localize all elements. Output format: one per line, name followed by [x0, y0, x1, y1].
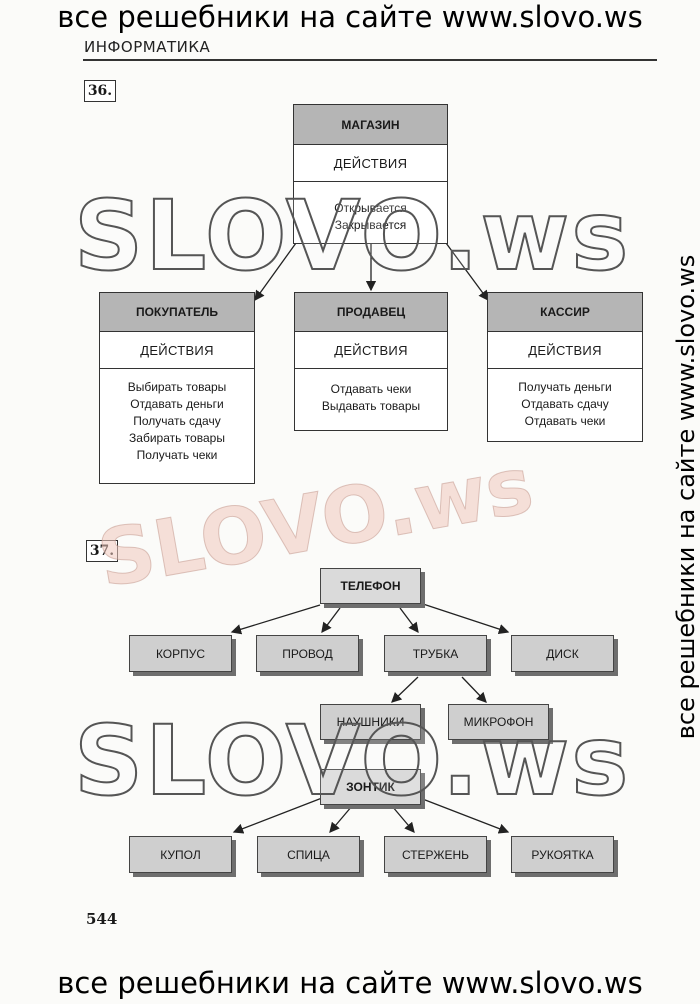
operation: Отдавать чеки	[524, 414, 606, 428]
node-spoke: СПИЦА	[257, 836, 360, 873]
arrow-umbrella-spoke	[329, 805, 353, 833]
operation: Выдавать товары	[321, 399, 421, 413]
operation: Получать сдачу	[133, 414, 221, 428]
actions-label: ДЕЙСТВИЯ	[294, 145, 447, 182]
arrow-handset-earphones	[391, 676, 419, 703]
class-title: МАГАЗИН	[294, 105, 447, 145]
class-cashier: КАССИР ДЕЙСТВИЯ Получать деньги Отдавать…	[487, 292, 643, 442]
node-handle: РУКОЯТКА	[511, 836, 614, 873]
arrow-shop-buyer	[254, 242, 297, 302]
class-title: КАССИР	[488, 293, 642, 332]
node-shaft: СТЕРЖЕНЬ	[384, 836, 487, 873]
node-handset: ТРУБКА	[384, 635, 487, 672]
arrow-phone-handset	[399, 607, 419, 634]
arrow-handset-mic	[461, 676, 487, 703]
class-buyer: ПОКУПАТЕЛЬ ДЕЙСТВИЯ Выбирать товары Отда…	[99, 292, 255, 484]
class-seller: ПРОДАВЕЦ ДЕЙСТВИЯ Отдавать чеки Выдавать…	[294, 292, 448, 431]
arrow-phone-disk	[419, 602, 510, 635]
node-microphone: МИКРОФОН	[448, 704, 549, 740]
arrow-phone-wire	[321, 607, 341, 634]
actions-label: ДЕЙСТВИЯ	[488, 332, 642, 369]
watermark-outline-top: SLOVO.ws	[73, 179, 631, 293]
class-title: ПОКУПАТЕЛЬ	[100, 293, 254, 332]
operations-list: Выбирать товары Отдавать деньги Получать…	[100, 369, 254, 464]
node-wire: ПРОВОД	[256, 635, 359, 672]
node-case: КОРПУС	[129, 635, 232, 672]
arrow-umbrella-shaft	[391, 805, 415, 833]
operation: Отдавать чеки	[330, 382, 412, 396]
arrow-umbrella-handle	[419, 797, 510, 834]
operation: Получать деньги	[518, 380, 612, 394]
operation: Открывается	[334, 201, 407, 215]
arrow-phone-case	[230, 604, 321, 635]
arrow-shop-cashier	[445, 242, 489, 302]
bottom-banner: все решебники на сайте www.slovo.ws	[57, 966, 643, 1000]
class-shop: МАГАЗИН ДЕЙСТВИЯ Открывается Закрывается	[293, 104, 448, 244]
operation: Отдавать сдачу	[521, 397, 609, 411]
task-37-number: 37.	[86, 540, 118, 562]
node-phone: ТЕЛЕФОН	[320, 568, 421, 604]
operation: Выбирать товары	[127, 380, 227, 394]
operation: Отдавать деньги	[130, 397, 224, 411]
operations-list: Получать деньги Отдавать сдачу Отдавать …	[488, 369, 642, 430]
actions-label: ДЕЙСТВИЯ	[100, 332, 254, 369]
page-number: 544	[86, 910, 118, 928]
operation: Закрывается	[334, 218, 407, 232]
watermark-outline-bottom: SLOVO.ws	[73, 704, 631, 818]
running-head: ИНФОРМАТИКА	[84, 38, 211, 56]
operation: Получать чеки	[136, 448, 218, 462]
arrow-umbrella-canopy	[232, 797, 323, 834]
task-36-number: 36.	[84, 80, 116, 102]
top-banner: все решебники на сайте www.slovo.ws	[57, 0, 643, 34]
operations-list: Открывается Закрывается	[294, 182, 447, 234]
operations-list: Отдавать чеки Выдавать товары	[295, 369, 447, 415]
node-disk: ДИСК	[511, 635, 614, 672]
operation: Забирать товары	[129, 431, 225, 445]
node-umbrella: ЗОНТИК	[320, 769, 421, 805]
header-rule	[83, 59, 657, 61]
node-canopy: КУПОЛ	[129, 836, 232, 873]
class-title: ПРОДАВЕЦ	[295, 293, 447, 332]
node-earphones: НАУШНИКИ	[320, 704, 421, 740]
actions-label: ДЕЙСТВИЯ	[295, 332, 447, 369]
